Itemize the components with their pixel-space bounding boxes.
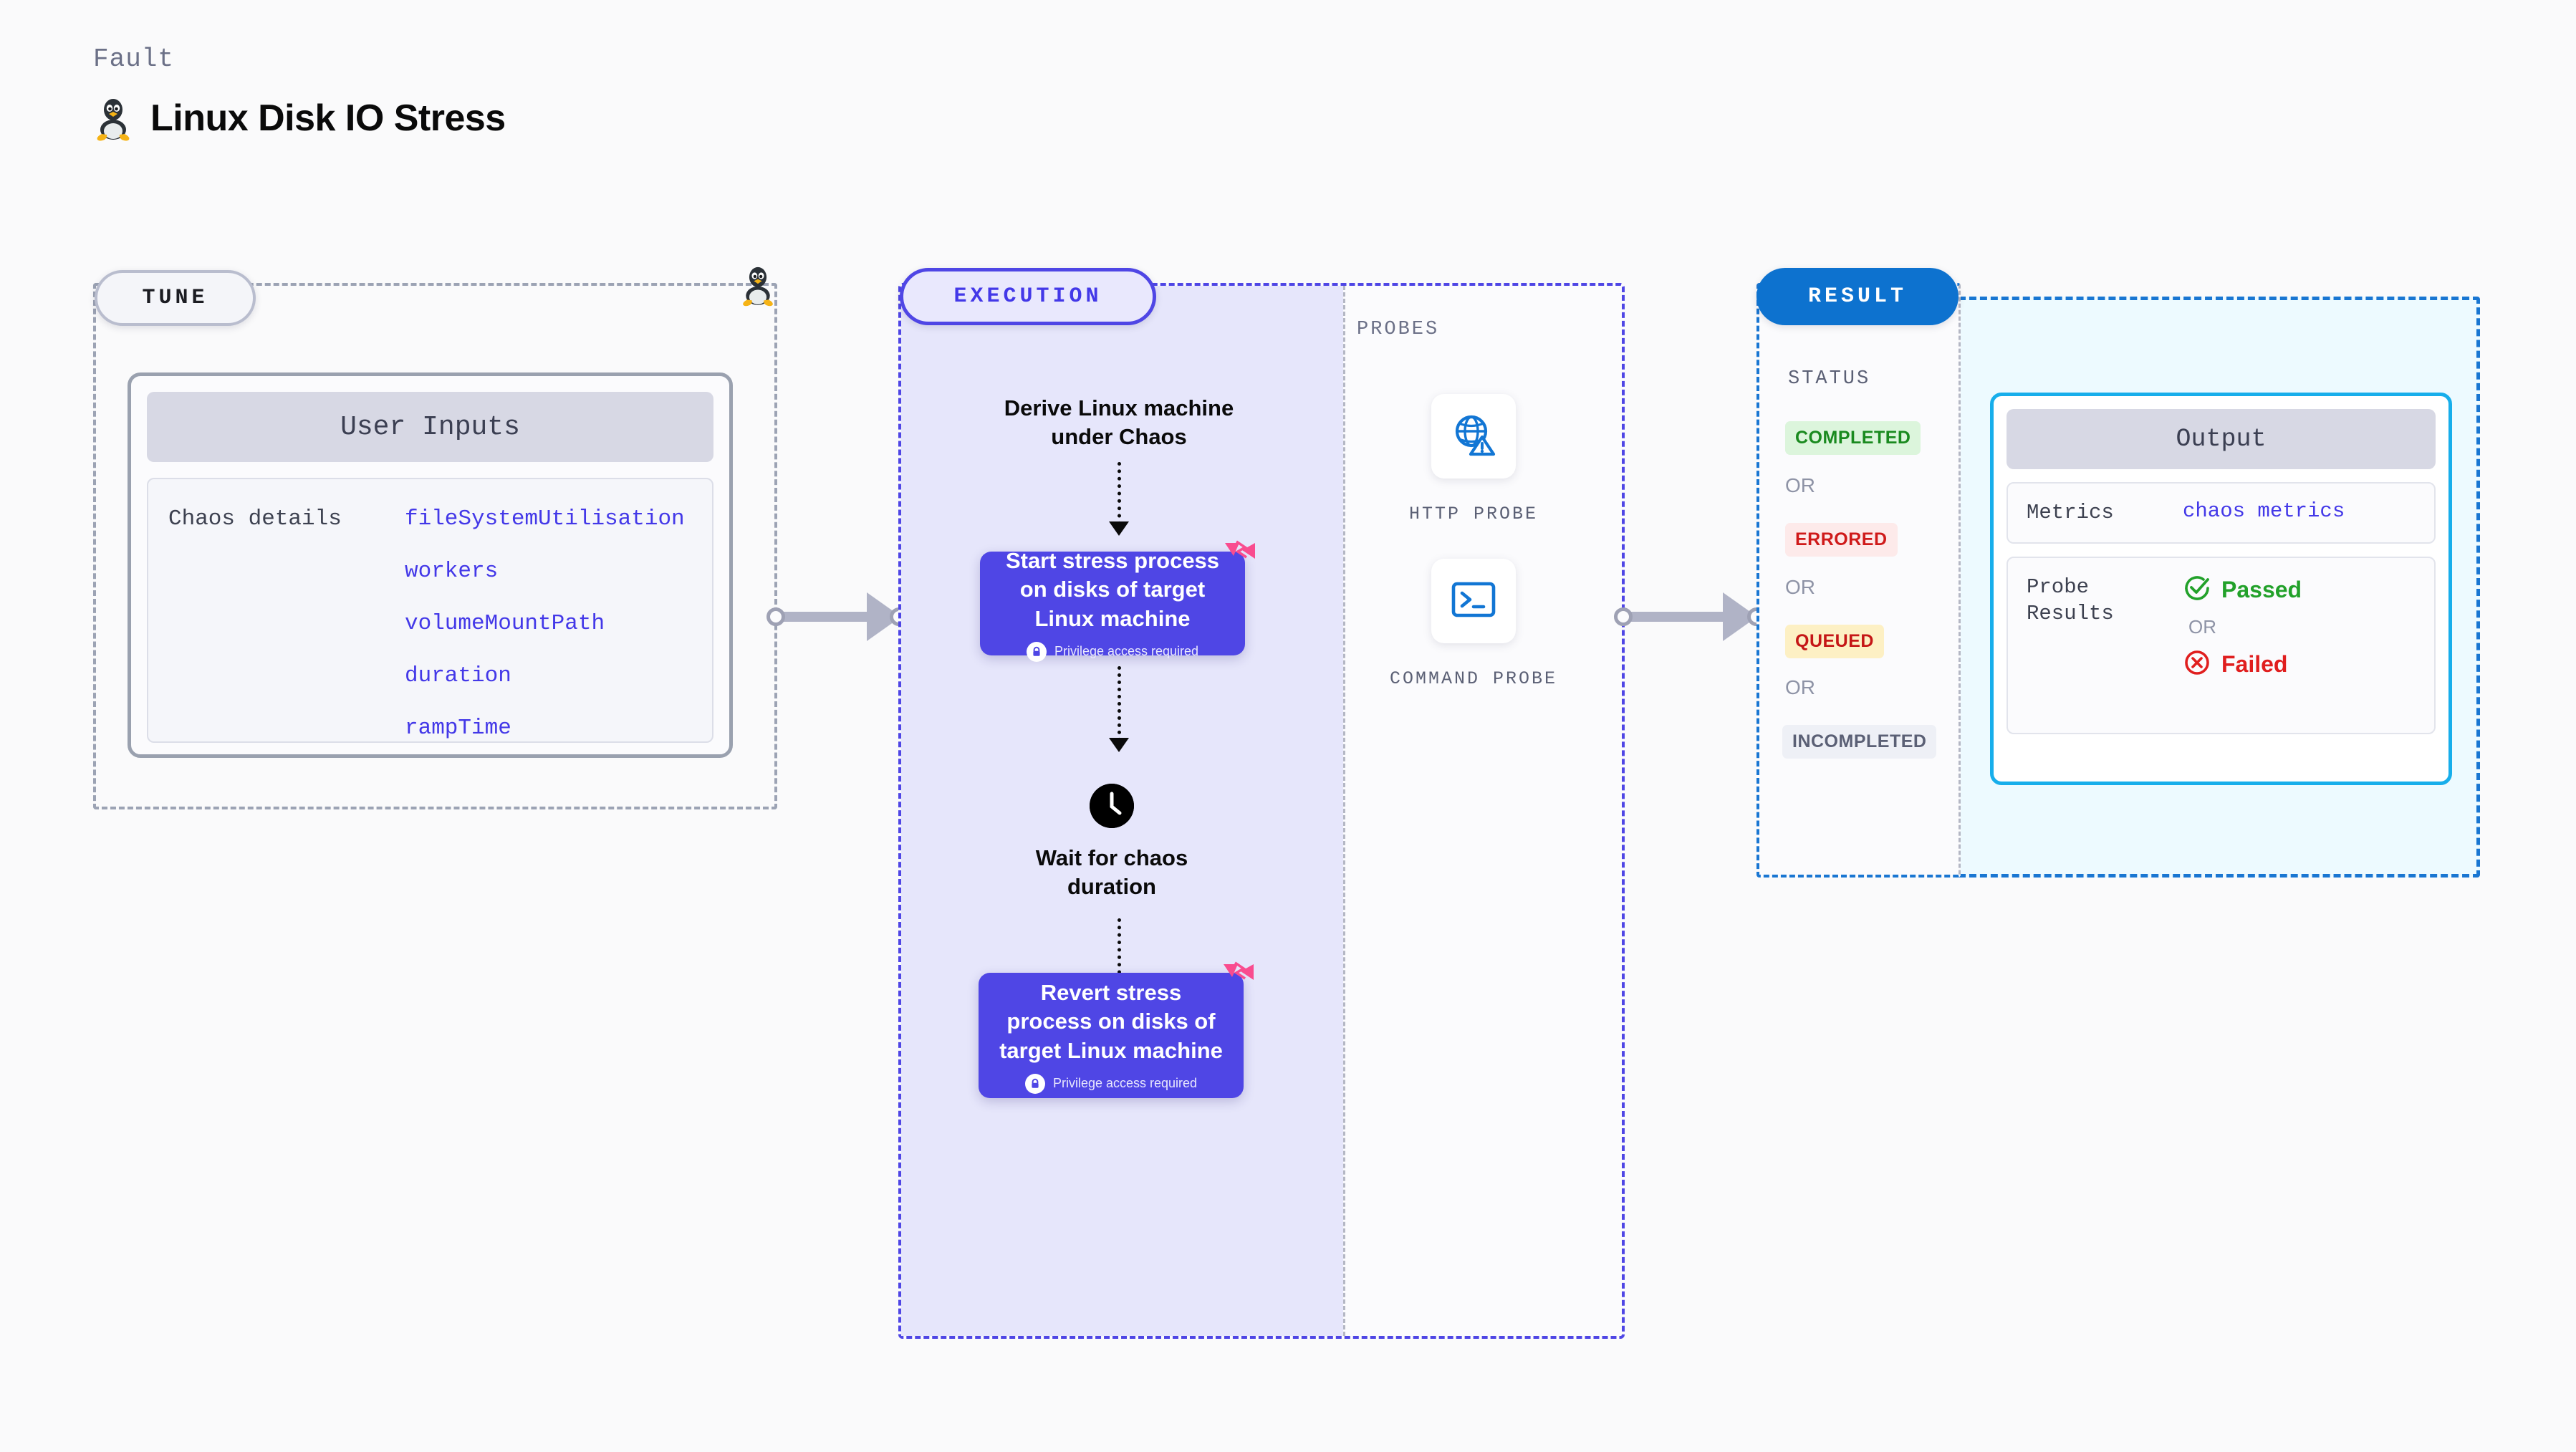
probe-result-passed: Passed (2183, 574, 2302, 606)
status-badge-completed: COMPLETED (1785, 421, 1921, 455)
result-pill[interactable]: RESULT (1756, 268, 1959, 325)
lock-icon (1026, 641, 1047, 662)
tux-penguin-icon (739, 264, 777, 307)
ribbon-icon (1222, 961, 1255, 995)
privilege-note: Privilege access required (1024, 1073, 1198, 1094)
status-badge-errored: ERRORED (1785, 523, 1898, 557)
param-item[interactable]: workers (405, 559, 499, 584)
fault-label: Fault (93, 44, 175, 74)
flow-arrow-head-1 (1109, 521, 1129, 536)
failed-label: Failed (2221, 650, 2288, 677)
check-circle-icon (2183, 574, 2211, 606)
command-probe-caption: COMMAND PROBE (1389, 668, 1558, 689)
tune-pill[interactable]: TUNE (95, 270, 256, 326)
execution-probes-divider (1343, 286, 1345, 1336)
page-title: Linux Disk IO Stress (150, 97, 506, 139)
privilege-note: Privilege access required (1026, 641, 1199, 662)
globe-warning-icon (1450, 411, 1497, 462)
flow-arrow-3 (1118, 918, 1121, 981)
metrics-key: Metrics (2027, 501, 2114, 524)
chaos-details-label: Chaos details (168, 506, 342, 532)
param-item[interactable]: rampTime (405, 716, 511, 741)
tune-section (93, 283, 777, 809)
flow-arrow-2 (1118, 666, 1121, 741)
probe-results-values: Passed OR Failed (2183, 574, 2302, 717)
execution-pill[interactable]: EXECUTION (900, 268, 1156, 325)
lock-icon (1024, 1073, 1045, 1094)
output-title: Output (2176, 425, 2267, 453)
x-circle-icon (2183, 648, 2211, 681)
tux-penguin-icon (93, 95, 133, 141)
user-inputs-body: Chaos details fileSystemUtilisation work… (147, 478, 713, 743)
execution-section (898, 283, 1625, 1339)
status-or-2: OR (1785, 576, 1815, 598)
probes-label: PROBES (1357, 319, 1440, 340)
title-row: Linux Disk IO Stress (93, 95, 506, 141)
user-inputs-card: User Inputs Chaos details fileSystemUtil… (128, 372, 733, 758)
status-or-1: OR (1785, 474, 1815, 496)
terminal-icon (1450, 579, 1497, 624)
status-or-3: OR (1785, 676, 1815, 698)
status-badge-queued: QUEUED (1785, 625, 1884, 658)
http-probe-caption: HTTP PROBE (1408, 504, 1539, 524)
status-label: STATUS (1788, 368, 1871, 390)
probe-result-failed: Failed (2183, 648, 2302, 681)
privilege-note-text: Privilege access required (1054, 644, 1199, 659)
result-status-region (1756, 283, 1961, 878)
privilege-note-text: Privilege access required (1052, 1076, 1198, 1091)
connector-execution-to-result (1614, 592, 1769, 642)
param-item[interactable]: fileSystemUtilisation (405, 506, 685, 532)
flow-arrow-1 (1118, 462, 1121, 525)
metrics-value[interactable]: chaos metrics (2183, 499, 2345, 523)
user-inputs-header: User Inputs (147, 392, 713, 462)
param-item[interactable]: volumeMountPath (405, 611, 605, 636)
user-inputs-title: User Inputs (340, 411, 520, 443)
connector-tune-to-execution (766, 592, 910, 642)
page-header: Fault Linux Disk IO Stress (93, 44, 506, 141)
output-metrics-row: Metrics chaos metrics (2007, 482, 2436, 544)
param-list: fileSystemUtilisation workers volumeMoun… (405, 506, 685, 741)
output-header: Output (2007, 409, 2436, 469)
ribbon-icon (1224, 540, 1256, 574)
http-probe-tile[interactable] (1431, 394, 1516, 479)
status-badge-incompleted: INCOMPLETED (1782, 725, 1937, 759)
clock-icon (1090, 784, 1134, 828)
probe-result-or: OR (2188, 615, 2216, 638)
param-item[interactable]: duration (405, 663, 511, 688)
flow-arrow-head-2 (1109, 738, 1129, 752)
command-probe-tile[interactable] (1431, 559, 1516, 643)
passed-label: Passed (2221, 576, 2302, 602)
